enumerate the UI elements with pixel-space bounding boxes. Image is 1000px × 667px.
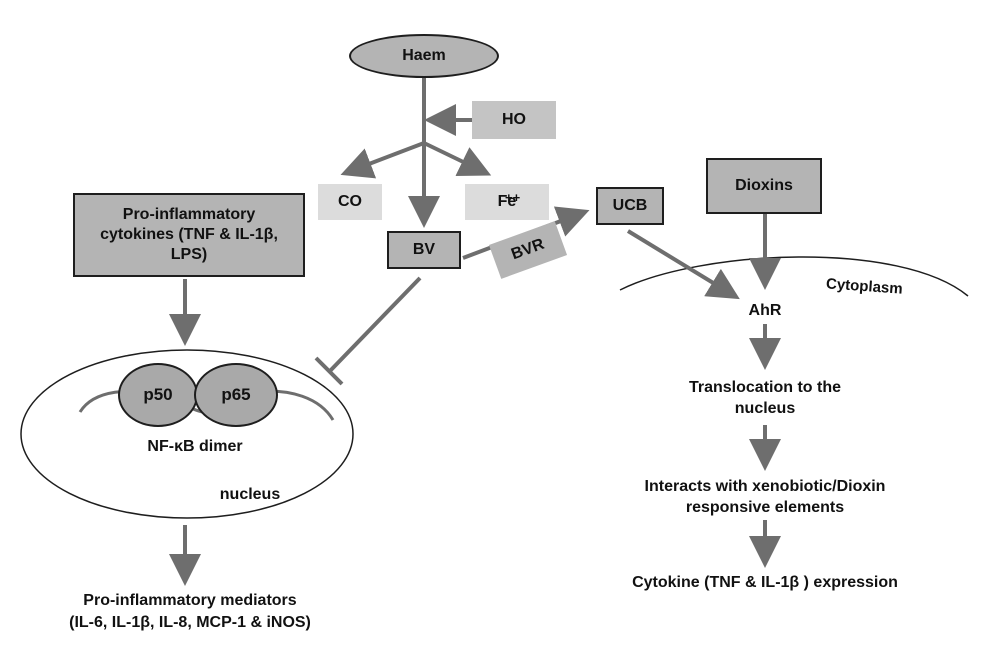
dioxins-label: Dioxins [735, 177, 793, 194]
p50-label: p50 [143, 385, 173, 404]
translocation-label: Translocation to the nucleus [688, 379, 841, 417]
cytokines-node: Pro-inflammatory cytokines (TNF & IL-1β,… [73, 193, 305, 277]
ho-node: HO [472, 101, 556, 139]
co-label: CO [338, 193, 362, 210]
p65-label: p65 [221, 385, 251, 404]
ucb-node: UCB [596, 187, 664, 225]
mediators-line1: Pro-inflammatory mediators [83, 592, 297, 609]
co-arrow [340, 141, 425, 179]
dioxins-node: Dioxins [706, 158, 822, 214]
haem-node: Haem [349, 34, 499, 78]
p50-subunit: p50 [118, 363, 198, 427]
cytokines-label: Pro-inflammatory cytokines (TNF & IL-1β,… [100, 206, 278, 263]
ucb-to-ahr-arrow [626, 229, 740, 300]
fe-arrow [423, 141, 492, 176]
ho-label: HO [502, 111, 526, 128]
mediators-line2: (IL-6, IL-1β, IL-8, MCP-1 & iNOS) [69, 614, 311, 631]
bv-inhibition-bar [314, 356, 344, 386]
nucleus-label: nucleus [219, 486, 281, 503]
bv-node: BV [387, 231, 461, 269]
bv-inhibition-line [327, 276, 422, 374]
co-node: CO [318, 184, 382, 220]
p65-subunit: p65 [194, 363, 278, 427]
bvr-label: BVR [509, 235, 547, 264]
interacts-label: Interacts with xenobiotic/Dioxin respons… [644, 478, 886, 516]
ahr-label: AhR [748, 302, 782, 319]
cytoplasm-membrane [619, 256, 969, 297]
ucb-label: UCB [612, 197, 648, 214]
fe-label: Fe [497, 193, 517, 210]
cytokine-expression-label: Cytokine (TNF & IL-1β ) expression [632, 574, 898, 591]
nfkb-dimer-label: NF-κB dimer [147, 438, 243, 455]
bv-label: BV [412, 241, 436, 258]
haem-label: Haem [402, 47, 446, 64]
fe-superscript: ++ [505, 190, 521, 205]
fe-node: Fe ++ [465, 184, 549, 220]
